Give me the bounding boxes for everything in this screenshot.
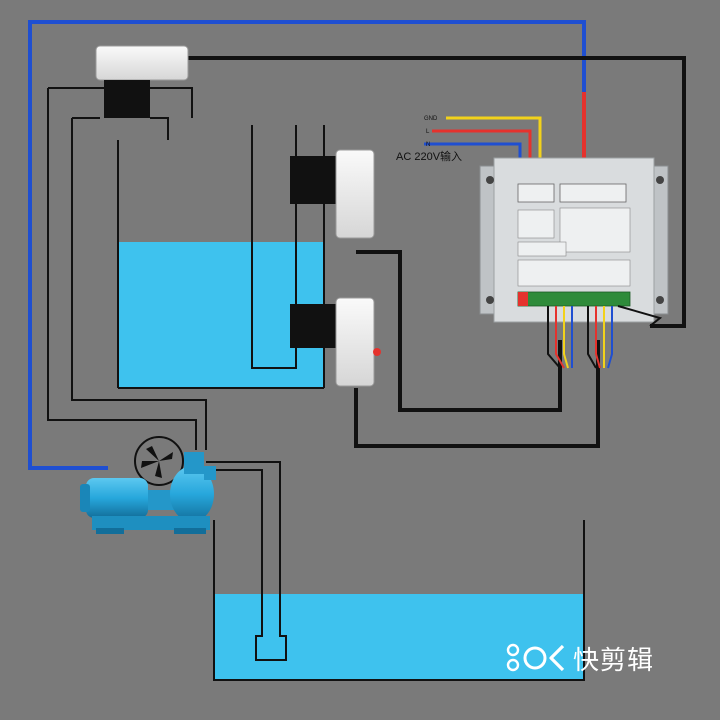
signal-wires [188, 56, 686, 448]
pump-motor [86, 478, 148, 518]
controller-table-mid [517, 241, 567, 257]
watermark: 快剪辑 [505, 640, 654, 676]
controller-terminal-bottom [517, 291, 631, 307]
pump-volute [170, 466, 214, 522]
upper-float-sensor [290, 149, 375, 239]
controller-spec-panel [559, 207, 631, 253]
controller-indicator [518, 292, 528, 306]
top-sensor-box [95, 45, 189, 118]
controller-screw-tl [486, 176, 494, 184]
lower-float-housing [335, 297, 375, 387]
power-terminal-n: N [426, 142, 430, 148]
controller-screw-br [656, 296, 664, 304]
upper-tank-water [118, 242, 324, 388]
controller-screw-tr [656, 176, 664, 184]
watermark-text: 快剪辑 [573, 645, 655, 676]
top-sensor-probe [104, 80, 150, 118]
top-sensor-housing [95, 45, 189, 81]
lower-float-probe [290, 304, 336, 348]
power-input-label: AC 220V输入 [396, 149, 462, 163]
lower-tank-water [214, 594, 584, 680]
kuaijianji-logo-icon [506, 643, 565, 672]
controller-board [479, 157, 669, 323]
upper-tank [117, 125, 325, 389]
controller-terminal-top-a [517, 183, 555, 203]
controller-screw-bl [486, 296, 494, 304]
water-pump [80, 436, 216, 534]
pump-inlet [204, 466, 216, 480]
pump-foot-right [174, 528, 206, 534]
wire-blue-pump [28, 20, 586, 470]
suction-pipe [255, 475, 287, 661]
controller-table-left [517, 209, 555, 239]
pump-fan-icon [134, 436, 184, 486]
power-terminal-l: L [426, 129, 430, 135]
pump-foot-left [96, 528, 124, 534]
power-terminal-gnd: GND [424, 116, 438, 122]
water-pipes [47, 87, 281, 475]
power-input-labels: GND L N AC 220V输入 [396, 116, 462, 163]
controller-output-wires [547, 305, 663, 369]
pump-motor-cap [80, 484, 90, 512]
pump-base [92, 516, 210, 530]
upper-float-probe [290, 156, 336, 204]
lower-tank [213, 475, 585, 681]
controller-table-bottom [517, 259, 631, 287]
controller-terminal-top-b [559, 183, 627, 203]
pump-fan-blades [141, 446, 173, 478]
pump-outlet [184, 452, 204, 474]
float-pipe [251, 125, 297, 369]
lower-float-led [373, 348, 381, 356]
lower-tank-walls [213, 520, 585, 681]
upper-float-housing [335, 149, 375, 239]
lower-float-sensor [290, 297, 381, 387]
